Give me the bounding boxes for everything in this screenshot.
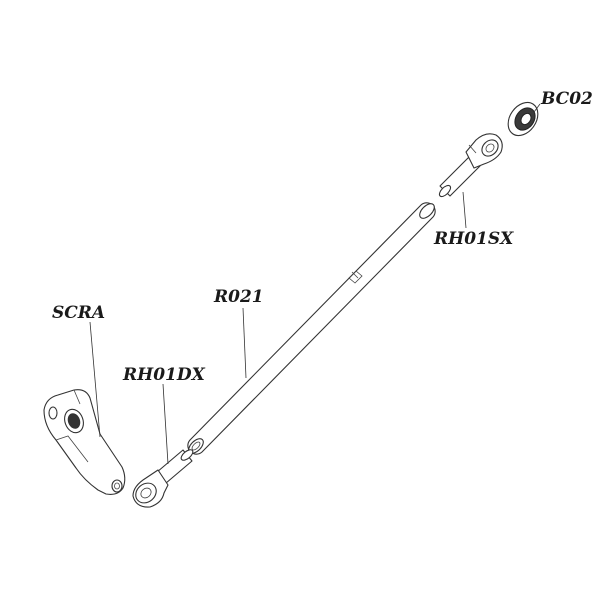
label-scra: SCRA — [52, 303, 105, 323]
lever-scra — [43, 389, 126, 495]
label-rh01dx: RH01DX — [122, 365, 206, 385]
label-r021: R021 — [213, 287, 264, 307]
label-rh01sx: RH01SX — [433, 229, 514, 249]
rod-end-rh01sx — [438, 133, 503, 198]
bushing-bc02 — [507, 101, 539, 137]
leader-bc02 — [533, 103, 541, 113]
leader-rh01sx — [462, 191, 467, 229]
leader-rh01dx — [162, 383, 169, 465]
leader-scra — [89, 321, 101, 438]
rod-end-rh01dx — [132, 449, 194, 508]
label-bc02: BC02 — [540, 89, 593, 109]
leader-lines — [89, 103, 541, 465]
rod-r021 — [187, 202, 436, 455]
leader-r021 — [242, 307, 247, 379]
